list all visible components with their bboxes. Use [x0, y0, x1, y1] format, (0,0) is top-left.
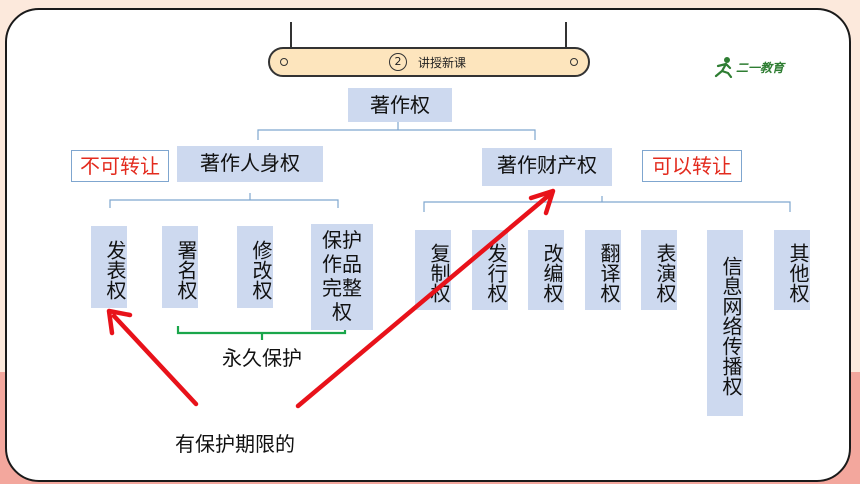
arrow-to-property-rights	[295, 193, 551, 409]
leaf-publication-right: 发表权	[91, 226, 127, 308]
arrow-to-publication-right	[111, 313, 199, 407]
section-number: 2	[389, 53, 407, 71]
limited-term-label: 有保护期限的	[175, 432, 295, 456]
property-rights-node: 著作财产权	[482, 148, 612, 186]
hanger-left	[290, 22, 292, 48]
leaf-translation-right: 翻译权	[585, 230, 621, 310]
leaf-adaptation-right: 改编权	[528, 230, 564, 310]
tag-transferable: 可以转让	[642, 150, 742, 182]
brand-logo: 二一教育	[710, 56, 784, 79]
tag-non-transferable: 不可转让	[71, 150, 169, 182]
leaf-integrity-right: 保护作品完整权	[311, 224, 373, 330]
leaf-modification-right: 修改权	[237, 226, 273, 308]
section-header: 2 讲授新课	[268, 47, 590, 77]
leaf-other-rights: 其他权	[774, 230, 810, 310]
personal-rights-node: 著作人身权	[177, 146, 323, 182]
running-figure-icon	[714, 57, 733, 79]
left-dot-icon	[280, 58, 288, 66]
leaf-distribution-right: 发行权	[472, 230, 508, 310]
logo-text: 二一教育	[736, 61, 785, 75]
hanger-right	[565, 22, 567, 48]
leaf-attribution-right: 署名权	[162, 226, 198, 308]
root-node: 著作权	[348, 88, 452, 122]
leaf-reproduction-right: 复制权	[415, 230, 451, 310]
section-title: 讲授新课	[418, 56, 467, 70]
permanent-protection-label: 永久保护	[222, 346, 302, 370]
leaf-network-right: 信息网络传播权	[707, 230, 743, 416]
right-dot-icon	[570, 58, 578, 66]
leaf-performance-right: 表演权	[641, 230, 677, 310]
